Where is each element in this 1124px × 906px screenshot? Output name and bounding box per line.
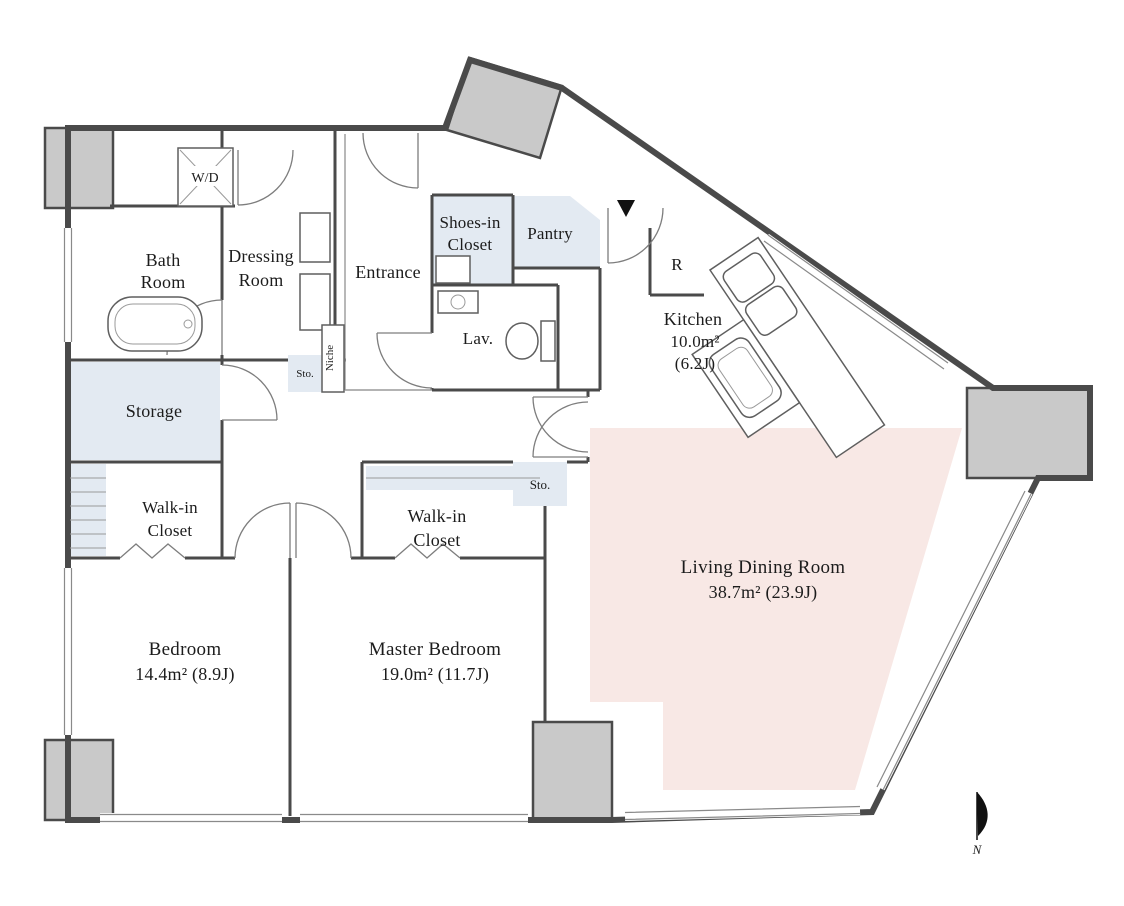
room-labels: W/D Bath Room Dressing Room Entrance Sho…: [126, 171, 846, 685]
hall-door-arc: [221, 364, 278, 421]
shoes-shelf: [435, 255, 471, 284]
storage-small2-floor: [513, 462, 567, 506]
living-dining-area-label: 38.7m² (23.9J): [709, 582, 818, 603]
kitchen-sink-icon: [708, 337, 782, 419]
column-top-left: [43, 126, 115, 210]
wic2-label-1: Walk-in: [408, 506, 467, 526]
kitchen-name-label: Kitchen: [664, 309, 722, 329]
master-bedroom-door-arc: [295, 502, 352, 559]
dressing-cabinet-top: [299, 212, 331, 263]
column-right: [965, 386, 1092, 480]
kitchen-area-label: 10.0m²: [670, 332, 719, 351]
window-lines: [63, 228, 1032, 823]
dressing-room-label-2: Room: [239, 270, 284, 290]
dressing-cabinet-bottom: [299, 273, 331, 331]
bath-room-label-1: Bath: [146, 250, 181, 270]
wic1-label-2: Closet: [148, 521, 193, 540]
entry-direction-marker-icon: [617, 200, 635, 217]
washer-dryer-pan-icon: [177, 147, 234, 207]
shoes-closet-label-1: Shoes-in: [439, 213, 500, 232]
entrance-label: Entrance: [355, 262, 421, 282]
living-dining-name-label: Living Dining Room: [681, 557, 846, 578]
pantry-label: Pantry: [527, 224, 573, 243]
wic1-label-1: Walk-in: [142, 498, 198, 517]
wic1-hanger-strip: [70, 464, 106, 556]
structural-columns: [43, 56, 1092, 822]
storage-label: Storage: [126, 401, 182, 421]
niche-box: [321, 324, 345, 393]
wic2-bifold-door: [394, 543, 461, 559]
column-bottom-left: [43, 738, 115, 822]
bedroom-name-label: Bedroom: [149, 639, 222, 660]
storage-small2-label: Sto.: [530, 477, 551, 492]
dressing-door-arc: [237, 149, 294, 206]
lavatory-label: Lav.: [463, 329, 493, 348]
column-bottom-center: [531, 720, 614, 822]
refrigerator-label: R: [671, 255, 683, 274]
storage-small1-label: Sto.: [296, 368, 314, 380]
washbasin-icon: [437, 290, 479, 314]
bath-room-label-2: Room: [141, 272, 186, 292]
kitchen-counter: [691, 236, 886, 459]
bedroom-area-label: 14.4m² (8.9J): [135, 664, 235, 685]
compass-north-icon: N: [972, 792, 988, 857]
wic1-shelf-lines: [70, 477, 106, 549]
kitchen-door-arc: [607, 207, 664, 264]
living-dining-highlight: [590, 428, 962, 790]
bedroom-door-arc: [234, 502, 291, 559]
interior-walls: [68, 130, 704, 816]
entrance-door-arc: [362, 132, 419, 189]
compass-north-label: N: [972, 842, 983, 857]
niche-label: Niche: [324, 345, 336, 371]
windows: [63, 228, 1033, 823]
bathtub-icon: [107, 296, 203, 352]
lavatory-door-arc: [376, 332, 433, 389]
dressing-room-label-1: Dressing: [228, 246, 294, 266]
storage-floor: [70, 362, 220, 460]
living-double-door-arcs: [532, 396, 589, 458]
shoes-closet-label-2: Closet: [448, 235, 493, 254]
wic2-label-2: Closet: [413, 530, 460, 550]
master-bedroom-area-label: 19.0m² (11.7J): [381, 664, 489, 685]
master-bedroom-name-label: Master Bedroom: [369, 639, 501, 660]
wic1-bifold-door: [119, 543, 186, 559]
pantry-floor: [514, 196, 600, 268]
storage-small1-floor: [288, 355, 322, 392]
toilet-icon: [505, 320, 556, 362]
fixtures: [70, 147, 886, 549]
kitchen-tatami-label: (6.2J): [675, 354, 715, 373]
entrance-step-lines: [344, 134, 432, 391]
doors: [119, 132, 664, 559]
wd-label: W/D: [191, 171, 218, 186]
stove-icon: [722, 252, 776, 303]
